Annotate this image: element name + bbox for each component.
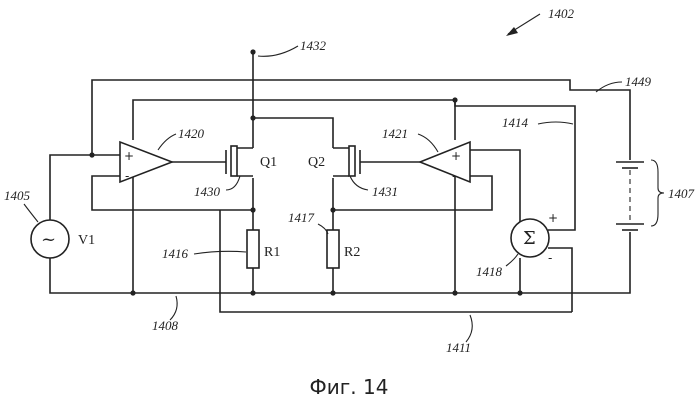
q2-label: Q2 [308, 155, 325, 170]
junction-ground-r1 [250, 290, 255, 295]
ref-r1: 1416 [162, 246, 189, 261]
ref-opamp-left-leader [158, 134, 176, 150]
r1-label: R1 [264, 245, 280, 260]
wiring [50, 52, 630, 312]
summer-glyph: Σ [523, 228, 536, 249]
q1-channel [231, 146, 237, 176]
junction-q1 [250, 207, 255, 212]
ref-opamp-left: 1420 [178, 126, 205, 141]
battery-1407 [616, 160, 664, 230]
ref-summer: 1418 [476, 264, 503, 279]
ref-supply: 1432 [300, 38, 327, 53]
resistor-r1: R1 [247, 230, 280, 268]
q1-label: Q1 [260, 155, 277, 170]
junction-q2 [330, 207, 335, 212]
voltage-source-v1: ~ V1 [31, 220, 95, 258]
summing-node-1418: Σ + - [511, 211, 558, 265]
ref-top-wire: 1449 [625, 74, 652, 89]
battery-brace [651, 160, 664, 226]
ref-r2: 1417 [288, 210, 315, 225]
r2-label: R2 [344, 245, 360, 260]
wire-drain-link [253, 118, 333, 148]
ref-q1-leader [226, 176, 240, 190]
reference-labels: 1402 1432 1449 1414 1420 1421 1430 1431 … [4, 6, 695, 355]
transistor-q2: Q2 [308, 146, 360, 176]
summer-minus: - [548, 251, 552, 265]
r2-body [327, 230, 339, 268]
junction-drain [250, 115, 255, 120]
opamp-right-plus: + [451, 149, 461, 163]
source-label: V1 [78, 233, 95, 248]
source-glyph: ~ [41, 229, 56, 250]
ref-bottom-wire: 1411 [446, 340, 471, 355]
opamp-1420: + - [120, 142, 172, 183]
transistor-q1: Q1 [226, 146, 277, 176]
opamp-right-minus: - [452, 169, 456, 183]
ref-source: 1405 [4, 188, 31, 203]
ref-figure: 1402 [548, 6, 575, 21]
ref-q2: 1431 [372, 184, 398, 199]
q2-channel [349, 146, 355, 176]
junction-ground-left [130, 290, 135, 295]
junction-plus [89, 152, 94, 157]
q2-leads [333, 148, 349, 176]
q1-leads [237, 148, 253, 176]
junction-ground-r2 [330, 290, 335, 295]
opamp-left-minus: - [125, 169, 129, 183]
ref-sum-wire-leader [538, 122, 573, 124]
opamp-left-plus: + [124, 149, 134, 163]
ref-source-leader [24, 204, 38, 222]
resistor-r2: R2 [327, 230, 360, 268]
junction-supply [250, 49, 255, 54]
ref-summer-leader [506, 254, 518, 266]
ref-opamp-right-leader [418, 134, 438, 152]
wire-left-feedback [92, 176, 253, 210]
ref-opamp-right: 1421 [382, 126, 408, 141]
junction-inner-top [452, 97, 457, 102]
junction-ground-sum [517, 290, 522, 295]
opamp-1421: + - [420, 142, 470, 183]
figure-caption: Фиг. 14 [310, 375, 389, 399]
ref-bottom-wire-leader [466, 315, 472, 342]
ref-sum-wire: 1414 [502, 115, 529, 130]
junction-ground-right [452, 290, 457, 295]
ref-q1: 1430 [194, 184, 221, 199]
ref-battery: 1407 [668, 186, 695, 201]
ref-supply-leader [258, 46, 298, 56]
opamp-right-body [420, 142, 470, 182]
summer-plus: + [548, 211, 558, 225]
wire-outer-top [92, 80, 630, 160]
ref-ground-wire: 1408 [152, 318, 179, 333]
r1-body [247, 230, 259, 268]
ref-ground-wire-leader [170, 296, 177, 320]
ref-q2-leader [350, 176, 368, 190]
